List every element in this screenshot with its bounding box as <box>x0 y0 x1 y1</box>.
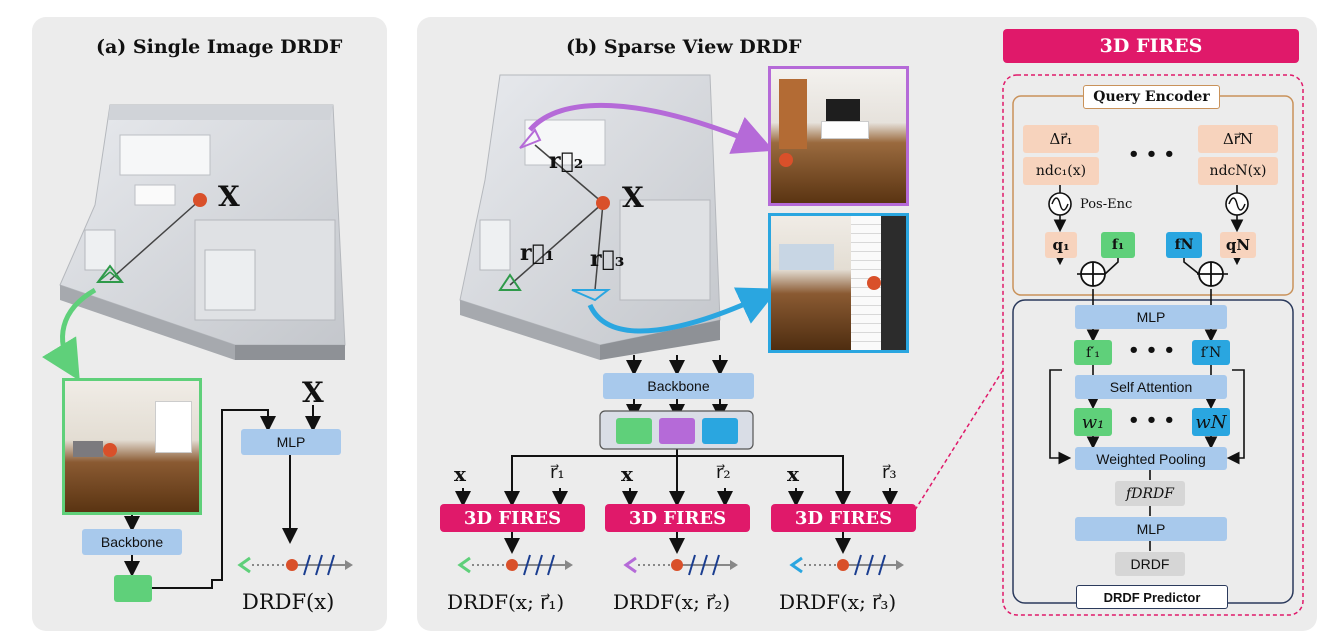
panel-b-lines <box>455 355 898 554</box>
fires-detail-header: 3D FIRES <box>1003 29 1299 63</box>
pos-enc-icon-1 <box>1048 192 1072 216</box>
fn-prime-box: f′N <box>1192 340 1230 365</box>
f1-box: f₁ <box>1101 232 1135 258</box>
scene-point-label-b: X <box>622 181 644 214</box>
sum-icon-1 <box>1080 261 1106 287</box>
drdf-ray-a <box>237 554 353 576</box>
ray-label-r2: r⃗₂ <box>549 148 584 174</box>
mlp-box-a: MLP <box>241 429 341 455</box>
feature-box-a <box>114 575 152 602</box>
fires-block-3: 3D FIRES <box>771 504 916 532</box>
drdf-output-b2: DRDF(x; r⃗₂) <box>613 590 731 614</box>
drdf-ray-b1 <box>457 554 573 576</box>
w1-box: w₁ <box>1074 408 1112 436</box>
wn-box: wN <box>1192 408 1230 436</box>
mlp-box-c2: MLP <box>1075 517 1227 541</box>
ndc1-box: ndc₁(x) <box>1023 157 1099 185</box>
fires-input-r-3: r⃗₃ <box>882 462 897 483</box>
delta-r1-box: Δr⃗₁ <box>1023 125 1099 153</box>
fires-input-x-3: x <box>787 462 799 486</box>
drdf-ray-b2 <box>623 554 738 576</box>
ellipsis-low: • • • <box>1128 410 1176 431</box>
mlp-input-label-a: X <box>302 376 324 409</box>
drdf-output-b3: DRDF(x; r⃗₃) <box>779 590 897 614</box>
panel-a-lines <box>124 405 321 589</box>
fires-input-r-2: r⃗₂ <box>716 462 731 483</box>
fires-input-x-1: x <box>454 462 466 486</box>
feature-green <box>616 418 652 444</box>
fires-input-r-1: r⃗₁ <box>550 462 565 483</box>
drdf-ray-b3 <box>789 554 904 576</box>
ndcn-box: ndcN(x) <box>1198 157 1278 185</box>
panel-b-title: (b) Sparse View DRDF <box>566 36 802 58</box>
pos-enc-label: Pos-Enc <box>1080 197 1133 212</box>
panel-a-title: (a) Single Image DRDF <box>96 36 343 58</box>
q1-box: q₁ <box>1045 232 1077 258</box>
feature-purple <box>659 418 695 444</box>
view-photo-blue <box>768 213 909 353</box>
pos-enc-icon-n <box>1225 192 1249 216</box>
qn-box: qN <box>1220 232 1256 258</box>
scene-a <box>41 104 346 381</box>
view-photo-purple <box>768 66 909 206</box>
input-photo-a <box>62 378 202 515</box>
drdf-output-a: DRDF(x) <box>242 590 335 614</box>
scene-point-label-a: X <box>218 180 240 213</box>
drdf-output-b1: DRDF(x; r⃗₁) <box>447 590 565 614</box>
f-drdf-box: fDRDF <box>1115 481 1185 506</box>
zoom-connector <box>914 369 1004 511</box>
ray-label-r1: r⃗₁ <box>520 240 555 266</box>
backbone-box-b: Backbone <box>603 373 754 399</box>
drdf-out-box: DRDF <box>1115 552 1185 576</box>
fires-input-x-2: x <box>621 462 633 486</box>
mlp-box-c1: MLP <box>1075 305 1227 329</box>
ellipsis-mid: • • • <box>1128 340 1176 361</box>
ray-label-r3: r⃗₃ <box>590 246 625 272</box>
feature-blue <box>702 418 738 444</box>
f1-prime-box: f′₁ <box>1074 340 1112 365</box>
delta-rn-box: Δr⃗N <box>1198 125 1278 153</box>
drdf-predictor-label: DRDF Predictor <box>1076 585 1228 609</box>
sum-icon-n <box>1198 261 1224 287</box>
fn-box: fN <box>1166 232 1202 258</box>
backbone-box-a: Backbone <box>82 529 182 555</box>
ellipsis-top: • • • <box>1128 144 1176 165</box>
weighted-pooling-box: Weighted Pooling <box>1075 447 1227 470</box>
scene-b <box>459 74 779 360</box>
fires-block-1: 3D FIRES <box>440 504 585 532</box>
query-encoder-label: Query Encoder <box>1083 85 1220 109</box>
self-attention-box: Self Attention <box>1075 375 1227 399</box>
fires-block-2: 3D FIRES <box>605 504 750 532</box>
